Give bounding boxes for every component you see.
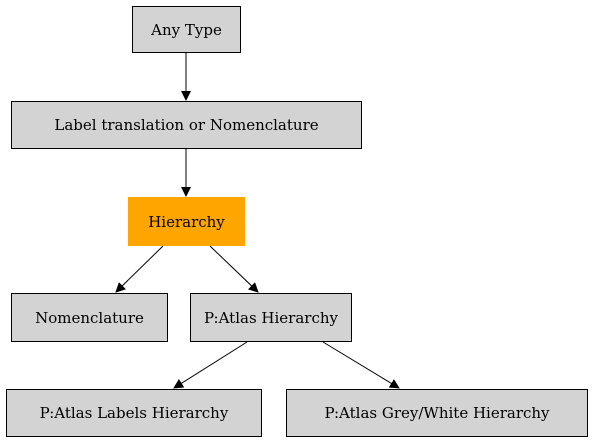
node-patlas-labels-hierarchy: P:Atlas Labels Hierarchy [6, 389, 262, 437]
node-any-type: Any Type [132, 6, 241, 53]
node-patlas-hierarchy-label: P:Atlas Hierarchy [204, 308, 338, 327]
node-patlas-hierarchy: P:Atlas Hierarchy [190, 293, 352, 342]
node-hierarchy-label: Hierarchy [148, 212, 225, 231]
node-nomenclature-label: Nomenclature [35, 308, 144, 327]
node-patlas-labels-hierarchy-label: P:Atlas Labels Hierarchy [39, 404, 229, 422]
node-label-translation-label: Label translation or Nomenclature [54, 116, 319, 134]
edge-patlas-hierarchy-to-patlas-greywhite-hierarchy [322, 341, 400, 389]
edge-patlas-hierarchy-to-patlas-labels-hierarchy [173, 341, 248, 389]
edge-hierarchy-to-nomenclature [115, 245, 164, 293]
node-nomenclature: Nomenclature [11, 293, 168, 342]
node-patlas-greywhite-hierarchy: P:Atlas Grey/White Hierarchy [286, 389, 588, 437]
node-hierarchy: Hierarchy [128, 197, 245, 246]
edge-hierarchy-to-patlas-hierarchy [209, 245, 259, 293]
node-label-translation: Label translation or Nomenclature [11, 101, 362, 149]
node-patlas-greywhite-hierarchy-label: P:Atlas Grey/White Hierarchy [324, 404, 550, 422]
node-any-type-label: Any Type [151, 20, 222, 39]
